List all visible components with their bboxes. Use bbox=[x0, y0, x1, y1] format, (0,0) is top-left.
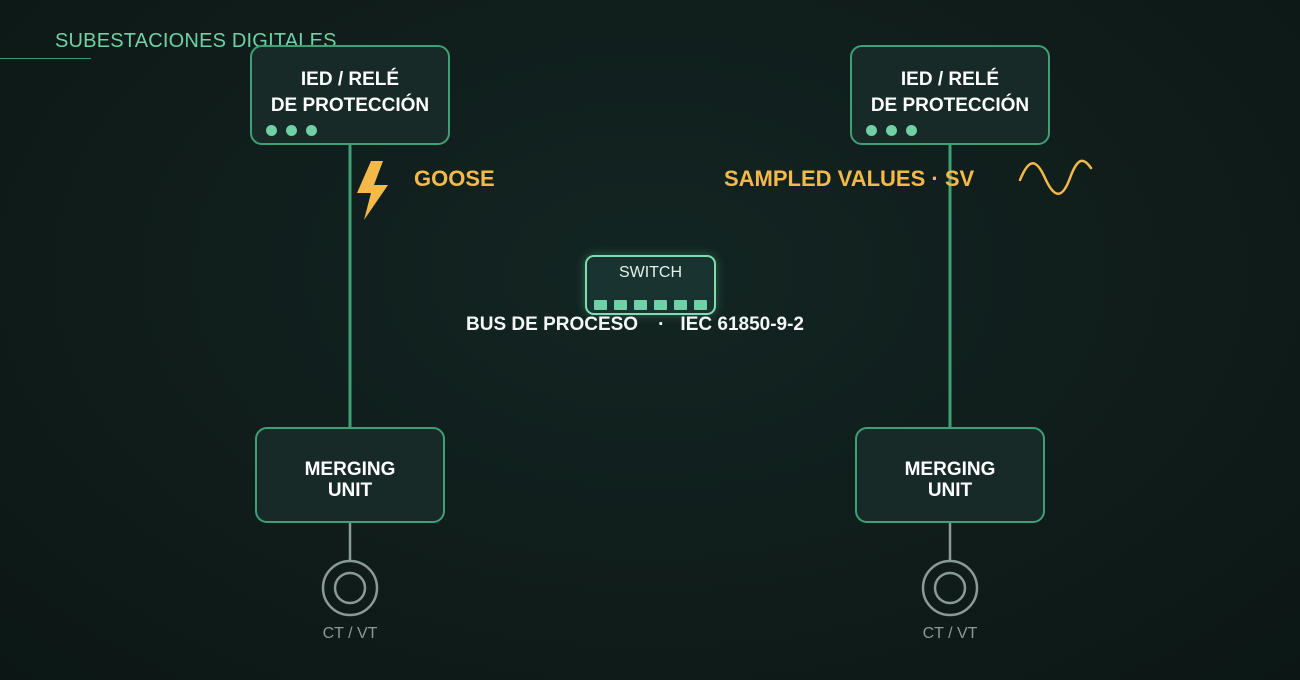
status-led-icon bbox=[286, 125, 297, 136]
sine-wave-icon bbox=[1018, 159, 1093, 195]
title-underline bbox=[0, 58, 91, 59]
ied-label-line1: IED / RELÉ bbox=[900, 69, 1000, 90]
mu-label-line2: UNIT bbox=[327, 480, 373, 501]
mu-label-line1: MERGING bbox=[304, 459, 396, 480]
switch-port-icon bbox=[634, 300, 647, 310]
lightning-bolt-icon bbox=[357, 161, 388, 220]
ied-label-line2: DE PROTECCIÓN bbox=[270, 95, 430, 116]
bus-name: BUS DE PROCESO bbox=[466, 314, 639, 335]
ct-vt-coil-icon bbox=[321, 559, 379, 617]
ct-vt-label-right: CT / VT bbox=[922, 625, 978, 642]
switch-port-icon bbox=[614, 300, 627, 310]
status-led-icon bbox=[266, 125, 277, 136]
switch-port-icon bbox=[594, 300, 607, 310]
bus-standard: IEC 61850-9-2 bbox=[680, 314, 804, 335]
sampled-values-label: SAMPLED VALUES · SV bbox=[724, 166, 975, 191]
switch-port-icon bbox=[674, 300, 687, 310]
merging-unit-right: MERGING UNIT bbox=[855, 427, 1045, 523]
ct-vt-label-left: CT / VT bbox=[322, 625, 378, 642]
status-led-icon bbox=[886, 125, 897, 136]
ct-vt-coil-icon bbox=[921, 559, 979, 617]
switch-port-icon bbox=[694, 300, 707, 310]
status-led-icon bbox=[866, 125, 877, 136]
ied-protection-relay-left: IED / RELÉ DE PROTECCIÓN bbox=[250, 45, 450, 145]
switch-ports bbox=[594, 300, 707, 310]
network-switch: SWITCH bbox=[585, 255, 716, 315]
status-led-icon bbox=[906, 125, 917, 136]
merging-unit-left: MERGING UNIT bbox=[255, 427, 445, 523]
ied-protection-relay-right: IED / RELÉ DE PROTECCIÓN bbox=[850, 45, 1050, 145]
status-led-icon bbox=[306, 125, 317, 136]
mu-label-line1: MERGING bbox=[904, 459, 996, 480]
ied-label-line2: DE PROTECCIÓN bbox=[870, 95, 1030, 116]
process-bus-label: BUS DE PROCESO · IEC 61850-9-2 bbox=[466, 314, 804, 336]
goose-label: GOOSE bbox=[414, 166, 495, 191]
bus-separator: · bbox=[658, 314, 665, 335]
mu-label-line2: UNIT bbox=[927, 480, 973, 501]
ied-label-line1: IED / RELÉ bbox=[300, 69, 400, 90]
switch-label: SWITCH bbox=[618, 264, 683, 281]
status-leds bbox=[866, 125, 917, 136]
switch-port-icon bbox=[654, 300, 667, 310]
status-leds bbox=[266, 125, 317, 136]
